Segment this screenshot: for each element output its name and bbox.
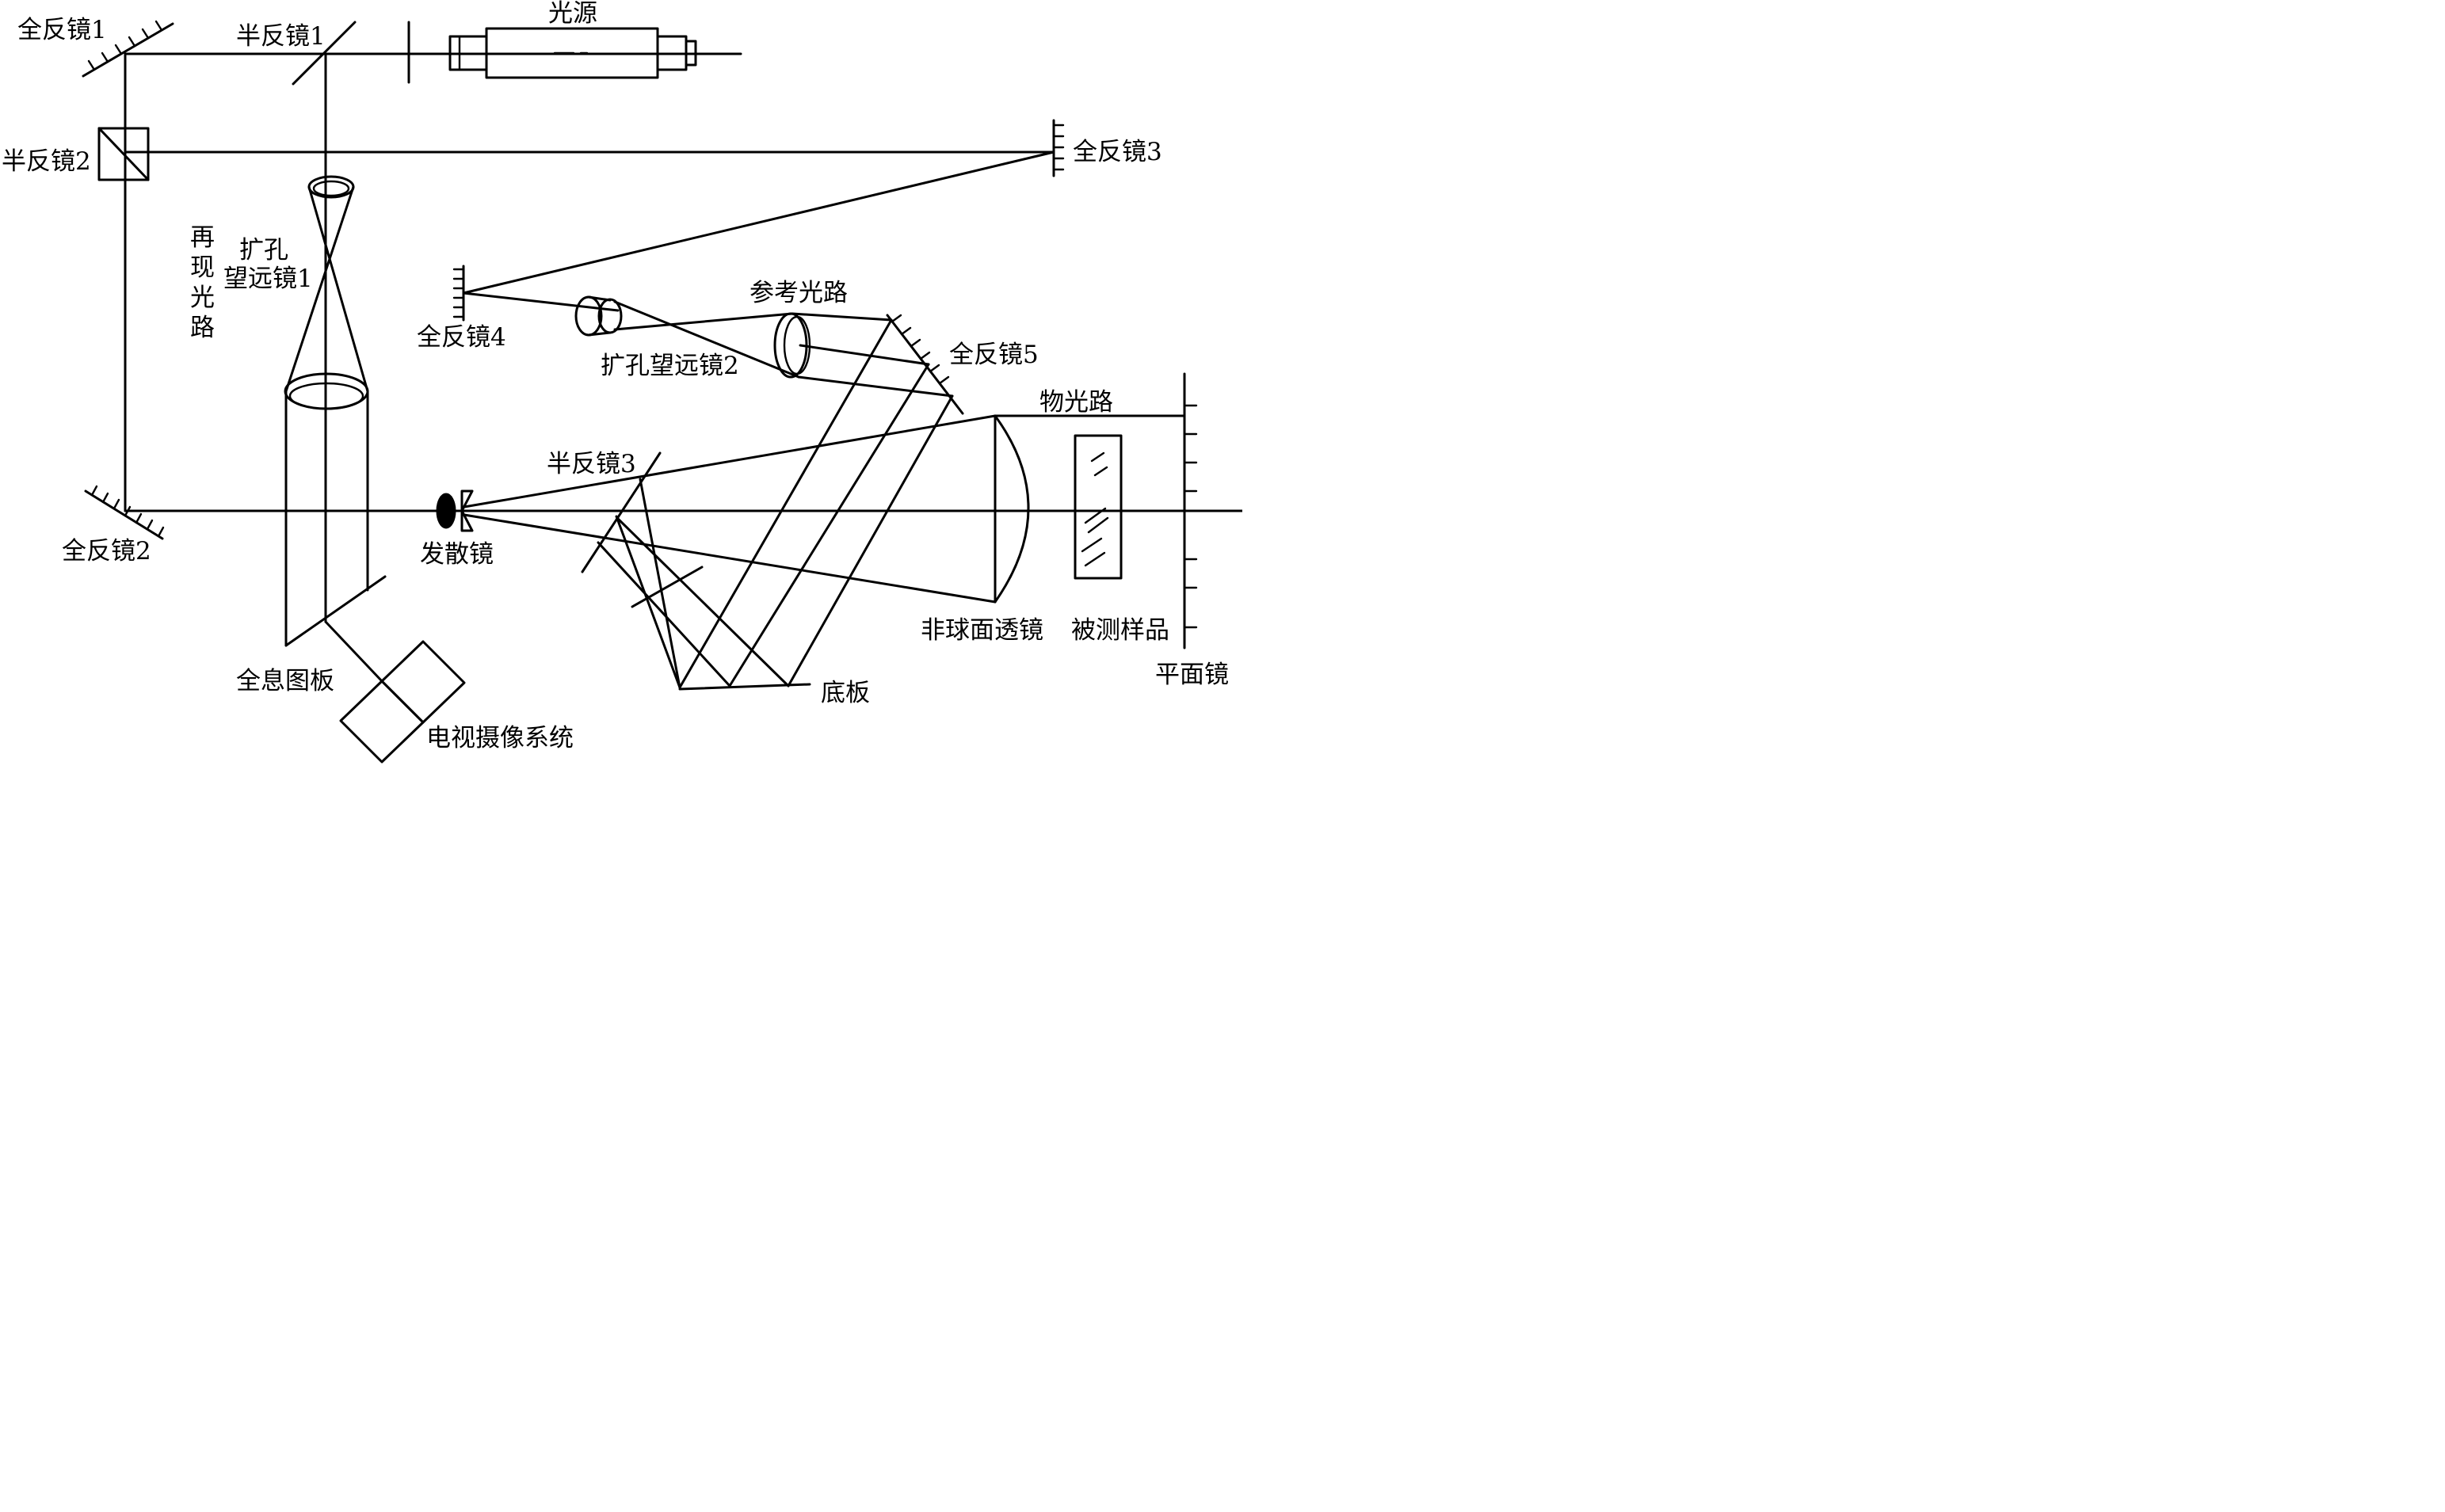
half-mirror-1-label: 半反镜1 — [236, 22, 326, 51]
light-source-right-knob — [685, 40, 697, 67]
full-mirror-4: 全反镜4 — [417, 265, 506, 352]
base-plate-label: 底板 — [821, 679, 870, 707]
base-plate: 底板 — [678, 679, 870, 707]
ref-beam-to-expander — [462, 291, 620, 312]
beam-expander-1-small-lens-inner — [312, 180, 350, 197]
diverging-lens-label: 发散镜 — [420, 540, 494, 569]
tv-camera-label: 电视摄像系统 — [426, 724, 574, 752]
half-mirror-3-ray-right — [639, 478, 681, 689]
hologram-plate: 全息图板 — [236, 575, 387, 695]
half-mirror-3: 半反镜3 — [547, 450, 790, 689]
beam-expander-2-ray-a — [613, 300, 800, 379]
beam-expander-2-large-lens-inner — [783, 315, 811, 375]
full-mirror-4-label: 全反镜4 — [417, 323, 506, 352]
half-mirror-1-surface — [292, 21, 357, 86]
object-beam-lower — [463, 513, 997, 604]
light-source-label: 光源 — [548, 0, 597, 28]
tv-camera-top-left-edge — [324, 620, 383, 683]
reproduction-path-char-3: 光 — [190, 284, 215, 312]
half-mirror-2-cube — [97, 127, 150, 181]
measured-sample: 被测样品 — [1071, 434, 1169, 645]
beam-expander-2-ray-b — [613, 312, 794, 331]
flat-mirror: 平面镜 — [1155, 372, 1229, 689]
full-mirror-5: 全反镜5 — [886, 314, 1039, 415]
full-mirror-5-label: 全反镜5 — [949, 341, 1039, 369]
beam-mirror3-to-mirror4 — [462, 150, 1055, 295]
beam-expander-2-small-lens-back — [597, 298, 623, 334]
diverging-lens: 发散镜 — [420, 414, 997, 604]
flat-mirror-label: 平面镜 — [1155, 661, 1229, 689]
beam-expander-1-large-lens-inner — [288, 382, 364, 410]
base-cross-mark — [631, 566, 704, 608]
reference-path-label: 参考光路 — [750, 279, 848, 307]
light-source-left-cap — [448, 35, 488, 71]
tv-camera-system: 电视摄像系统 — [324, 620, 574, 764]
hologram-plate-surface — [284, 575, 387, 647]
full-mirror-3: 全反镜3 — [1052, 119, 1162, 177]
half-mirror-3-cross-a — [597, 541, 731, 687]
hologram-plate-label: 全息图板 — [236, 667, 334, 695]
beam-expander-1: 扩孔 望远镜1 — [223, 175, 369, 647]
ref-beam-upper — [791, 312, 893, 322]
aspheric-lens-curved-side — [994, 414, 1030, 604]
holographic-interferometer-diagram: 光源 全反镜1 半反镜1 半反镜2 全反镜3 — [2, 0, 1242, 764]
object-beam-upper — [463, 414, 997, 508]
full-mirror-1-surface — [82, 22, 174, 78]
half-mirror-3-cross-b — [616, 517, 790, 687]
aspheric-lens: 非球面透镜 — [921, 414, 1186, 645]
half-mirror-2-diagonal — [97, 127, 150, 181]
beam-expander-1-label-line2: 望远镜1 — [223, 265, 313, 293]
full-mirror-5-surface — [886, 314, 964, 415]
half-mirror-3-surface — [581, 451, 662, 573]
half-mirror-2: 半反镜2 — [2, 127, 150, 181]
full-mirror-2-label: 全反镜2 — [62, 537, 151, 566]
full-mirror-1: 全反镜1 — [17, 16, 174, 78]
full-mirror-1-label: 全反镜1 — [17, 16, 107, 44]
half-mirror-1: 半反镜1 — [236, 21, 357, 86]
full-mirror-2: 全反镜2 — [62, 485, 165, 566]
beam-expander-1-label-line1: 扩孔 — [239, 236, 288, 265]
reference-beams-to-base — [678, 318, 954, 689]
beam-expander-2-label: 扩孔望远镜2 — [601, 352, 739, 380]
tv-camera-box-left — [339, 680, 425, 764]
half-mirror-3-ray-left — [615, 515, 681, 689]
half-mirror-2-label: 半反镜2 — [2, 147, 91, 176]
object-path-label-group: 物光路 — [1039, 388, 1113, 417]
ref-down-beam-2 — [728, 363, 930, 687]
beam-expander-2-small-lens — [574, 295, 603, 337]
beam-expander-1-ray-a — [307, 185, 369, 393]
aspheric-lens-label: 非球面透镜 — [921, 616, 1043, 645]
object-path-label: 物光路 — [1039, 388, 1113, 417]
ref-down-beam-3 — [787, 394, 954, 687]
reproduction-path-char-2: 现 — [190, 253, 215, 282]
reproduction-path-char-1: 再 — [190, 223, 215, 252]
sample-label: 被测样品 — [1071, 616, 1169, 645]
ref-beam-center — [799, 344, 930, 366]
sample-body — [1074, 434, 1123, 580]
reproduction-path-label: 再 现 光 路 — [190, 223, 215, 342]
light-source-body — [485, 27, 659, 79]
half-mirror-3-label: 半反镜3 — [547, 450, 636, 478]
beam-expander-1-ray-b — [284, 185, 355, 393]
beam-expander-1-small-lens — [307, 175, 355, 199]
reproduction-path-char-4: 路 — [190, 314, 215, 342]
tv-camera-box-right — [380, 640, 466, 724]
beam-expander-2: 扩孔望远镜2 参考光路 — [462, 279, 954, 398]
full-mirror-3-label: 全反镜3 — [1073, 138, 1162, 166]
base-plate-surface — [678, 683, 811, 691]
ref-beam-lower — [797, 375, 954, 398]
light-source: 光源 — [407, 0, 697, 84]
beam-paths — [124, 52, 1242, 623]
full-mirror-2-surface — [84, 489, 164, 540]
ref-down-beam-1 — [678, 318, 893, 689]
diverging-lens-body — [436, 493, 456, 529]
